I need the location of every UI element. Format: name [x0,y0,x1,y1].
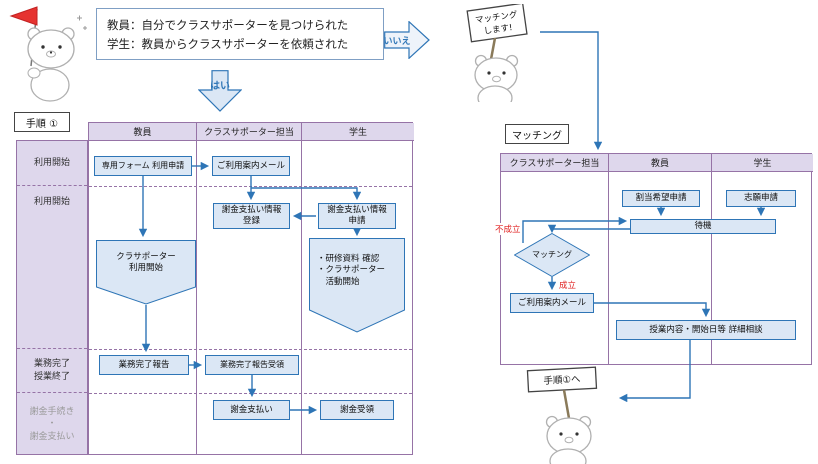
node-student-start-shape [309,238,405,333]
node-volunteer-apply: 志願申請 [726,190,796,207]
mascot-matching-sign-bear: マッチング します! [466,4,528,102]
phase-label-done: 業務完了 授業終了 [17,349,87,393]
node-work-done-report: 業務完了報告 [99,355,189,375]
node-matching-decision-shape [514,233,590,277]
row-divider [89,186,412,187]
lane-supporter-staff: クラスサポーター担当 [197,123,302,454]
node-detail-consult: 授業内容・開始日等 詳細相談 [616,320,796,340]
procedure1-title: 手順 ① [14,112,70,132]
row-divider [89,349,412,350]
node-apply-form: 専用フォーム 利用申請 [94,156,192,176]
phase-label-start1: 利用開始 [17,141,87,186]
node-work-done-receive: 業務完了報告受領 [205,355,299,375]
phase-label-start2: 利用開始 [17,186,87,349]
condition-line-student: 学生：教員からクラスサポーターを依頼された [107,36,349,51]
node-assignment-request: 割当希望申請 [622,190,700,207]
red-flag-icon [9,6,38,26]
matching-success-label: 成立 [558,279,578,291]
lane-header-supporter-staff-right: クラスサポーター担当 [501,154,608,172]
lane-header-teacher-right: 教員 [609,154,711,172]
node-payment-info-register: 謝金支払い情報 登録 [213,203,290,229]
mascot-flag-bear [9,6,87,102]
node-supporter-start-shape [96,240,196,305]
to-procedure1-sign: 手順①へ [526,366,598,393]
row-divider [89,393,412,394]
matching-sign-line2: します! [483,23,513,37]
to-procedure1-sign-text: 手順①へ [543,373,581,387]
matching-fail-label: 不成立 [494,223,522,235]
matching-sign: マッチング します! [466,4,528,43]
lane-teacher-right: 教員 [609,154,712,364]
node-supporter-start: クラサポーター 利用開始 [116,252,176,274]
node-payment: 謝金支払い [213,400,290,420]
node-standby: 待機 [630,219,776,234]
lane-student-right: 学生 [712,154,813,364]
lane-header-student-right: 学生 [712,154,813,172]
lane-teacher: 教員 [89,123,197,454]
node-guide-mail: ご利用案内メール [212,156,290,176]
no-label: いいえ [383,37,411,47]
phase-label-payment: 謝金手続き ・ 謝金支払い [29,407,75,442]
lane-header-supporter-staff: クラスサポーター担当 [197,123,301,141]
no-block-arrow [384,21,430,59]
lane-header-teacher: 教員 [89,123,196,141]
condition-line-teacher: 教員：自分でクラスサポーターを見つけられた [107,18,349,32]
yes-block-arrow [198,70,242,112]
yes-label: はい [210,81,230,92]
lane-student: 学生 [302,123,414,454]
node-matching-decision: マッチング [532,250,572,259]
lane-supporter-staff-right: クラスサポーター担当 [501,154,609,364]
node-payment-receive: 謝金受領 [320,400,394,420]
phase-label-column: 利用開始 利用開始 業務完了 授業終了 謝金手続き ・ 謝金支払い [16,140,88,455]
lane-header-student: 学生 [302,123,414,141]
mascot-to-procedure1-bear: 手順①へ [526,366,598,464]
node-payment-info-apply: 謝金支払い情報 申請 [318,203,396,229]
node-student-start: ・研修資料 確認 ・クラサポーター 活動開始 [317,254,386,287]
matching-title: マッチング [505,124,569,144]
condition-box: 教員：自分でクラスサポーターを見つけられた 学生：教員からクラスサポーターを依頼… [96,8,384,60]
node-guide-mail-matching: ご利用案内メール [510,293,594,313]
sparkle-icon [77,15,87,30]
